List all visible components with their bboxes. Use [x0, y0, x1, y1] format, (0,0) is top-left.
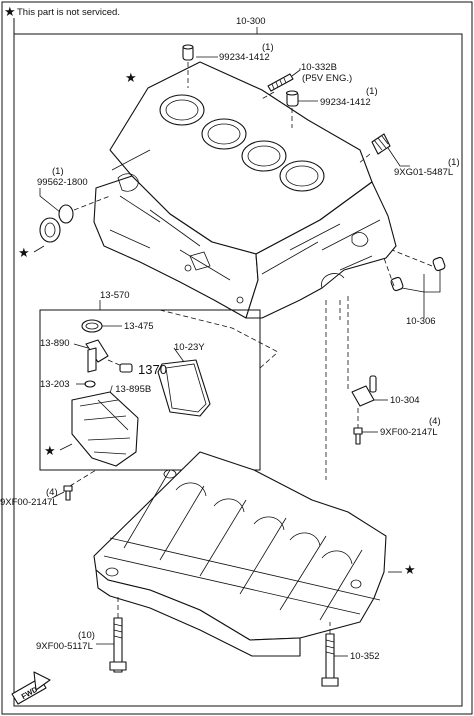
star-block-icon: ★	[125, 70, 137, 85]
label-99234-top-qty: (1)	[262, 42, 274, 53]
label-9xf00-left-qty: (4)	[46, 487, 58, 498]
inner-frame	[13, 18, 463, 707]
label-13-203: 13-203	[40, 379, 70, 390]
dowel-pin-top	[182, 44, 194, 61]
label-99234-mid: 99234-1412	[320, 97, 371, 108]
star-oil-icon: ★	[44, 443, 56, 458]
bolt-right-9xf00	[353, 427, 363, 445]
label-9xf00-5117-qty: (10)	[78, 630, 95, 641]
label-10-352: 10-352	[350, 651, 380, 662]
plug-10-332b	[267, 73, 294, 92]
seal-plug-99562	[39, 204, 74, 243]
note-star-icon: ★	[4, 4, 16, 19]
dowel-10-306	[390, 256, 446, 292]
lower-block	[93, 451, 387, 657]
star-lower-icon: ★	[404, 562, 416, 577]
gasket-10-23y	[157, 359, 211, 417]
label-99234-top: 99234-1412	[219, 52, 270, 63]
dowel-pin-mid	[285, 90, 299, 107]
label-13-890: 13-890	[40, 338, 70, 349]
plug-9xg01	[371, 133, 391, 155]
label-10-306: 10-306	[406, 316, 436, 327]
label-9xf00-5117: 9XF00-5117L	[36, 641, 93, 652]
label-99562: 99562-1800	[37, 177, 88, 188]
label-9xf00-left: 9XF00-2147L	[0, 497, 58, 508]
star-seal-icon: ★	[18, 245, 30, 260]
bolt-inset-left	[63, 485, 73, 501]
label-9xf00-right: 9XF00-2147L	[380, 427, 438, 438]
bolt-9xf00-5117	[109, 617, 127, 673]
note-text: This part is not serviced.	[17, 7, 120, 18]
bolt-10-352	[321, 633, 339, 687]
label-13-570: 13-570	[100, 290, 130, 301]
bracket-10-304	[351, 375, 377, 407]
label-10-300: 10-300	[236, 16, 266, 27]
cylinder-block	[93, 61, 397, 319]
oil-separator	[71, 319, 139, 467]
label-9xf00-right-qty: (4)	[429, 416, 441, 427]
label-13-895b: / 13-895B	[110, 384, 151, 395]
label-1370: 1370	[138, 362, 167, 377]
inset-box	[39, 309, 261, 471]
label-9xg01: 9XG01-5487L	[394, 167, 453, 178]
label-10-332b: 10-332B	[301, 62, 337, 73]
label-99234-mid-qty: (1)	[366, 86, 378, 97]
label-13-475: 13-475	[124, 321, 154, 332]
label-10-332b-note: (P5V ENG.)	[302, 73, 352, 84]
label-99562-qty: (1)	[52, 166, 64, 177]
label-9xg01-qty: (1)	[448, 157, 460, 168]
label-10-304: 10-304	[390, 395, 420, 406]
fwd-arrow-icon	[11, 671, 51, 705]
label-10-23y: 10-23Y	[174, 342, 205, 353]
